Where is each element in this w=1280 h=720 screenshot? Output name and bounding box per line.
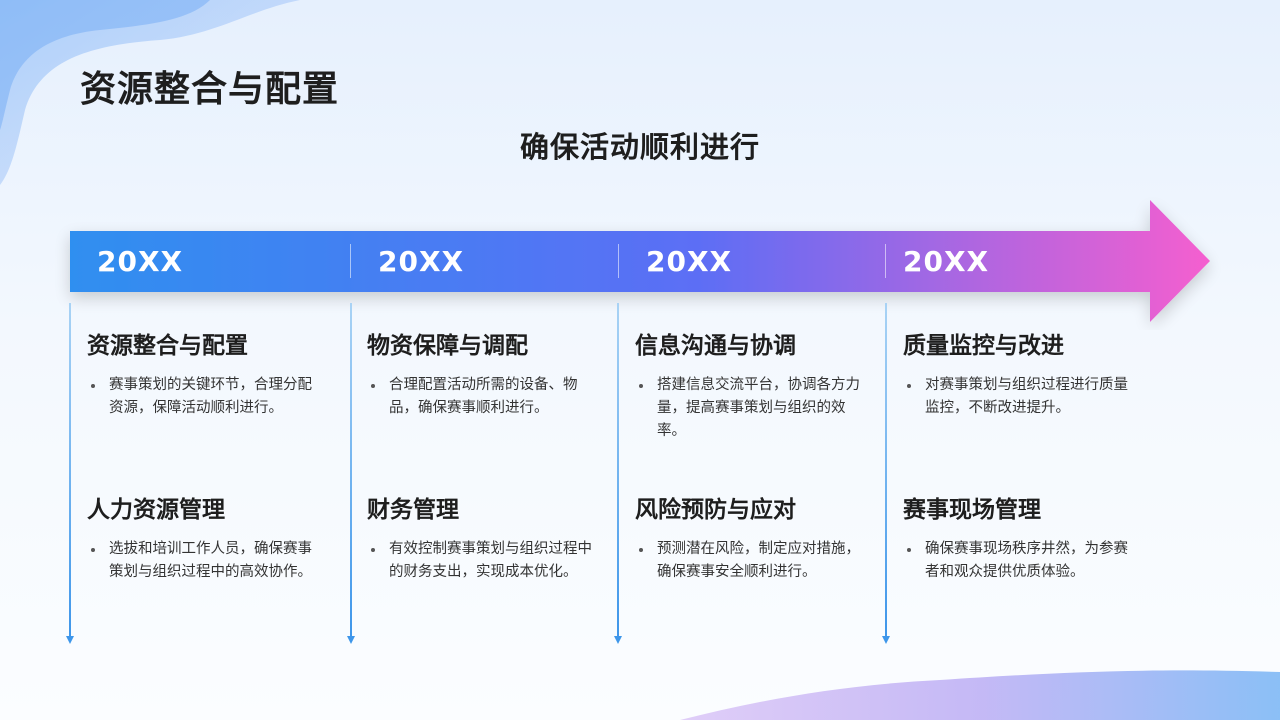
bullet-dot-icon bbox=[371, 548, 375, 552]
entry-heading: 质量监控与改进 bbox=[903, 333, 1064, 359]
entry-bullet: 预测潜在风险，制定应对措施，确保赛事安全顺利进行。 bbox=[635, 538, 870, 584]
entry-heading: 赛事现场管理 bbox=[903, 497, 1041, 523]
entry-heading: 物资保障与调配 bbox=[367, 333, 528, 359]
entry-bullet: 有效控制赛事策划与组织过程中的财务支出，实现成本优化。 bbox=[367, 538, 602, 584]
bullet-dot-icon bbox=[91, 384, 95, 388]
timeline-year-2: 20XX bbox=[378, 245, 465, 278]
timeline-entry: 赛事现场管理 确保赛事现场秩序井然，为参赛者和观众提供优质体验。 bbox=[903, 490, 1138, 584]
entry-heading: 资源整合与配置 bbox=[87, 333, 248, 359]
entry-bullet: 选拔和培训工作人员，确保赛事策划与组织过程中的高效协作。 bbox=[87, 538, 322, 584]
timeline-year-1: 20XX bbox=[97, 245, 184, 278]
entry-text: 搭建信息交流平台，协调各方力量，提高赛事策划与组织的效率。 bbox=[657, 377, 860, 439]
entry-bullet: 合理配置活动所需的设备、物品，确保赛事顺利进行。 bbox=[367, 374, 602, 420]
entry-heading: 信息沟通与协调 bbox=[635, 333, 796, 359]
entry-bullet: 搭建信息交流平台，协调各方力量，提高赛事策划与组织的效率。 bbox=[635, 374, 870, 443]
entry-text: 赛事策划的关键环节，合理分配资源，保障活动顺利进行。 bbox=[109, 377, 312, 416]
entry-text: 选拔和培训工作人员，确保赛事策划与组织过程中的高效协作。 bbox=[109, 541, 312, 580]
decorative-wave-bottom-right bbox=[680, 670, 1280, 720]
entry-text: 确保赛事现场秩序井然，为参赛者和观众提供优质体验。 bbox=[925, 541, 1128, 580]
year-divider bbox=[885, 244, 886, 278]
timeline-entry: 信息沟通与协调 搭建信息交流平台，协调各方力量，提高赛事策划与组织的效率。 bbox=[635, 326, 870, 443]
entry-heading: 财务管理 bbox=[367, 497, 459, 523]
down-arrow-icon bbox=[347, 636, 355, 644]
bullet-dot-icon bbox=[907, 548, 911, 552]
entry-text: 合理配置活动所需的设备、物品，确保赛事顺利进行。 bbox=[389, 377, 578, 416]
bullet-dot-icon bbox=[371, 384, 375, 388]
timeline-line-3 bbox=[617, 303, 619, 638]
decorative-blob-top-left bbox=[0, 0, 300, 185]
timeline-entry: 财务管理 有效控制赛事策划与组织过程中的财务支出，实现成本优化。 bbox=[367, 490, 602, 584]
entry-bullet: 确保赛事现场秩序井然，为参赛者和观众提供优质体验。 bbox=[903, 538, 1138, 584]
timeline-year-4: 20XX bbox=[903, 245, 990, 278]
page-title: 资源整合与配置 bbox=[80, 69, 340, 110]
timeline-entry: 资源整合与配置 赛事策划的关键环节，合理分配资源，保障活动顺利进行。 bbox=[87, 326, 322, 420]
timeline-year-3: 20XX bbox=[646, 245, 733, 278]
timeline-entry: 人力资源管理 选拔和培训工作人员，确保赛事策划与组织过程中的高效协作。 bbox=[87, 490, 322, 584]
timeline-line-1 bbox=[69, 303, 71, 638]
entry-text: 对赛事策划与组织过程进行质量监控，不断改进提升。 bbox=[925, 377, 1128, 416]
entry-text: 有效控制赛事策划与组织过程中的财务支出，实现成本优化。 bbox=[389, 541, 592, 580]
bullet-dot-icon bbox=[639, 548, 643, 552]
page-subtitle: 确保活动顺利进行 bbox=[519, 130, 760, 164]
down-arrow-icon bbox=[614, 636, 622, 644]
timeline-entry: 质量监控与改进 对赛事策划与组织过程进行质量监控，不断改进提升。 bbox=[903, 326, 1138, 420]
year-divider bbox=[350, 244, 351, 278]
timeline-entry: 物资保障与调配 合理配置活动所需的设备、物品，确保赛事顺利进行。 bbox=[367, 326, 602, 420]
down-arrow-icon bbox=[882, 636, 890, 644]
entry-bullet: 对赛事策划与组织过程进行质量监控，不断改进提升。 bbox=[903, 374, 1138, 420]
entry-heading: 风险预防与应对 bbox=[635, 497, 796, 523]
entry-heading: 人力资源管理 bbox=[87, 497, 225, 523]
timeline-line-2 bbox=[350, 303, 352, 638]
bullet-dot-icon bbox=[639, 384, 643, 388]
bullet-dot-icon bbox=[91, 548, 95, 552]
year-divider bbox=[618, 244, 619, 278]
down-arrow-icon bbox=[66, 636, 74, 644]
timeline-line-4 bbox=[885, 303, 887, 638]
timeline-arrow bbox=[70, 200, 1210, 322]
entry-bullet: 赛事策划的关键环节，合理分配资源，保障活动顺利进行。 bbox=[87, 374, 322, 420]
timeline-entry: 风险预防与应对 预测潜在风险，制定应对措施，确保赛事安全顺利进行。 bbox=[635, 490, 870, 584]
bullet-dot-icon bbox=[907, 384, 911, 388]
entry-text: 预测潜在风险，制定应对措施，确保赛事安全顺利进行。 bbox=[657, 541, 860, 580]
